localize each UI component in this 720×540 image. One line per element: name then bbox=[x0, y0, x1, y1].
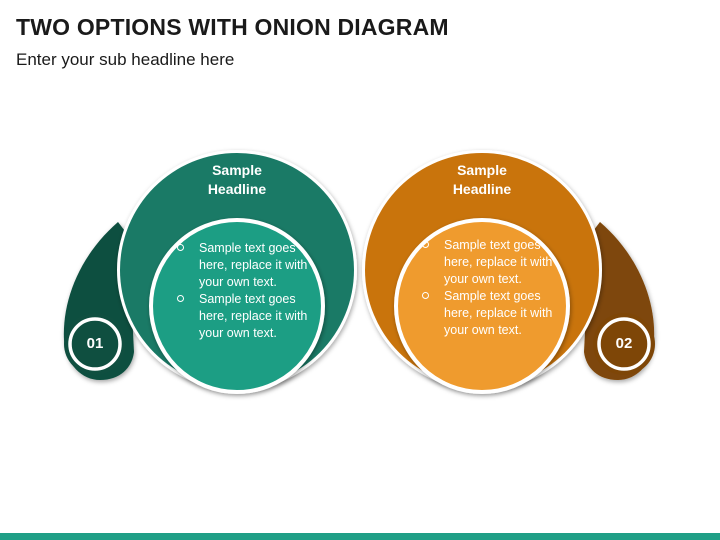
option-1-headline: Sample Headline bbox=[167, 161, 307, 199]
option-1-bullet-text-2: Sample text goes here, replace it with y… bbox=[199, 292, 308, 340]
option-2-headline: Sample Headline bbox=[412, 161, 552, 199]
option-2-number: 02 bbox=[615, 335, 633, 352]
option-2-inner-circle bbox=[394, 218, 570, 394]
bullet-circle-icon bbox=[422, 241, 429, 248]
bullet-circle-icon bbox=[177, 295, 184, 302]
option-1-headline-line1: Sample bbox=[212, 162, 262, 178]
option-1-bullet: Sample text goes here, replace it with y… bbox=[175, 291, 325, 342]
option-2-bullet-list: Sample text goes here, replace it with y… bbox=[420, 237, 570, 339]
option-1-bullet: Sample text goes here, replace it with y… bbox=[175, 240, 325, 291]
page-title: TWO OPTIONS WITH ONION DIAGRAM bbox=[16, 14, 449, 40]
bottom-accent-bar bbox=[0, 533, 720, 540]
option-2-group bbox=[362, 150, 655, 394]
option-2-bullet-text-2: Sample text goes here, replace it with y… bbox=[444, 289, 553, 337]
option-2-bullet: Sample text goes here, replace it with y… bbox=[420, 237, 570, 288]
option-2-bullet-text-1: Sample text goes here, replace it with y… bbox=[444, 238, 553, 286]
option-1-inner-circle bbox=[149, 218, 325, 394]
option-1-bullet-text-1: Sample text goes here, replace it with y… bbox=[199, 241, 308, 289]
option-2-badge bbox=[597, 317, 651, 371]
option-1-number: 01 bbox=[86, 335, 104, 352]
bullet-circle-icon bbox=[422, 292, 429, 299]
page-subtitle: Enter your sub headline here bbox=[16, 50, 235, 69]
option-1-group bbox=[63, 150, 357, 394]
option-1-badge bbox=[68, 317, 122, 371]
option-2-bullet: Sample text goes here, replace it with y… bbox=[420, 288, 570, 339]
option-1-bullet-list: Sample text goes here, replace it with y… bbox=[175, 240, 325, 342]
bullet-circle-icon bbox=[177, 244, 184, 251]
option-2-headline-line1: Sample bbox=[457, 162, 507, 178]
option-2-headline-line2: Headline bbox=[452, 181, 512, 197]
option-1-headline-line2: Headline bbox=[207, 181, 267, 197]
